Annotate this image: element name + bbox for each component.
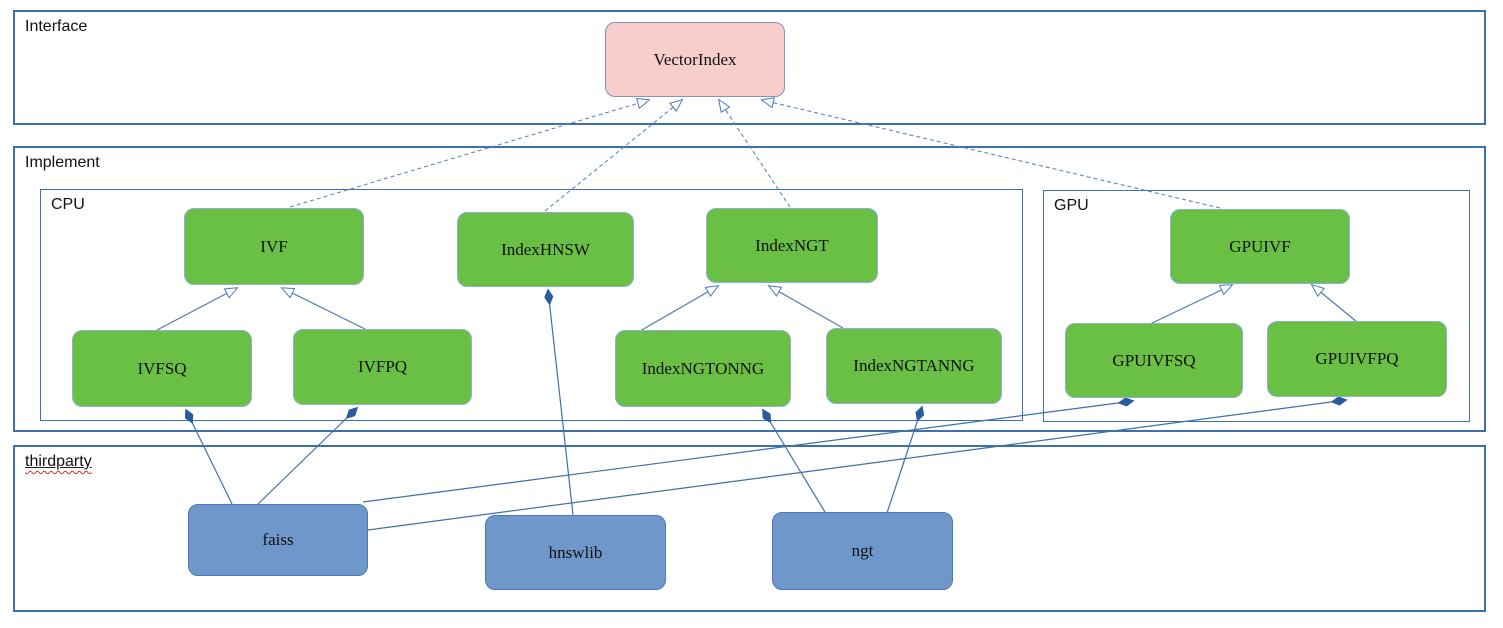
node-gpuivfpq: GPUIVFPQ: [1267, 321, 1447, 397]
container-thirdparty-label: thirdparty: [25, 453, 92, 471]
node-indexhnsw: IndexHNSW: [457, 212, 634, 287]
container-cpu-label: CPU: [51, 196, 85, 213]
node-gpuivfsq: GPUIVFSQ: [1065, 323, 1243, 398]
node-ivfsq: IVFSQ: [72, 330, 252, 407]
node-faiss: faiss: [188, 504, 368, 576]
node-ngt: ngt: [772, 512, 953, 590]
node-ivf: IVF: [184, 208, 364, 285]
node-ivfpq: IVFPQ: [293, 329, 472, 405]
node-gpuivf: GPUIVF: [1170, 209, 1350, 284]
node-hnswlib: hnswlib: [485, 515, 666, 590]
container-gpu-label: GPU: [1054, 197, 1089, 214]
node-indexngtonng: IndexNGTONNG: [615, 330, 791, 407]
node-vectorindex: VectorIndex: [605, 22, 785, 97]
node-indexngt: IndexNGT: [706, 208, 878, 283]
node-indexngtanng: IndexNGTANNG: [826, 328, 1002, 404]
container-thirdparty-label-text: thirdparty: [25, 453, 92, 470]
container-interface-label: Interface: [25, 18, 88, 35]
container-implement-label: Implement: [25, 154, 100, 171]
